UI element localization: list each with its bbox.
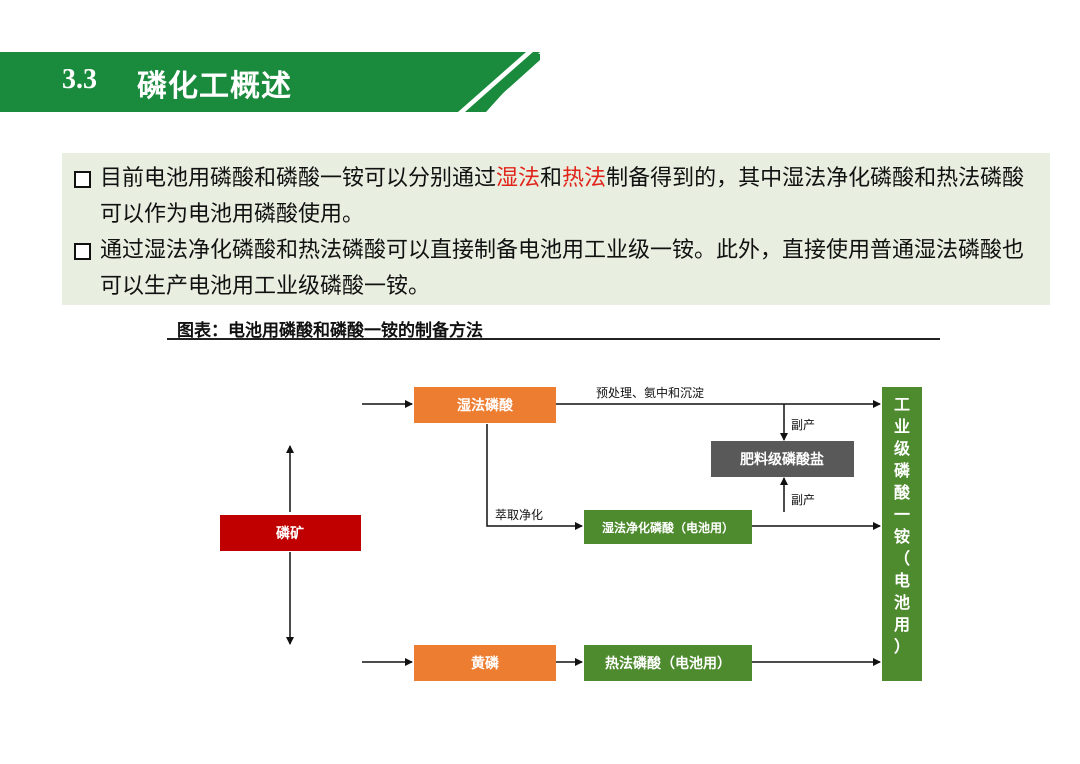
section-number: 3.3: [62, 64, 97, 95]
figure-caption: 图表：电池用磷酸和磷酸一铵的制备方法: [177, 321, 483, 341]
bullet-1-text-c: 制备得到的，其中湿法净化磷酸和热法磷酸可以作为电池用磷酸使用。: [100, 166, 1025, 227]
section-title: 磷化工概述: [137, 69, 292, 104]
node-yellow-phosphorus-label: 黄磷: [471, 655, 500, 672]
node-wet-acid: [414, 387, 556, 423]
bullet-1-text-b: 和: [540, 166, 563, 191]
edge-label-pretreat: 预处理、氨中和沉淀: [596, 385, 704, 400]
edge-label-extraction: 萃取净化: [495, 508, 543, 522]
checkbox-bullet-icon: [74, 171, 91, 188]
connectors: [286, 400, 881, 666]
bullet-1-text-a: 目前电池用磷酸和磷酸一铵可以分别通过: [100, 166, 497, 191]
edge-label-byproduct-top: 副产: [791, 418, 815, 432]
bullet-2: 通过湿法净化磷酸和热法磷酸可以直接制备电池用工业级一铵。此外，直接使用普通湿法磷…: [74, 233, 1044, 305]
bullet-1-highlight-wet: 湿法: [496, 166, 541, 191]
bullet-1-highlight-thermal: 热法: [562, 166, 607, 191]
arrow-extraction: [486, 424, 583, 530]
node-phosphate-rock-label: 磷矿: [276, 525, 304, 542]
node-fertilizer-salt-label: 肥料级磷酸盐: [740, 451, 824, 468]
node-yellow-phosphorus: [414, 645, 556, 681]
bullet-1: 目前电池用磷酸和磷酸一铵可以分别通过湿法和热法制备得到的，其中湿法净化磷酸和热法…: [74, 161, 1044, 233]
node-thermal-acid-label: 热法磷酸（电池用）: [605, 655, 731, 672]
node-thermal-acid: [584, 645, 752, 681]
intro-box: 目前电池用磷酸和磷酸一铵可以分别通过湿法和热法制备得到的，其中湿法净化磷酸和热法…: [62, 153, 1050, 305]
header-banner: [0, 52, 540, 112]
node-purified-wet-acid: [584, 510, 752, 544]
node-phosphate-rock: [220, 515, 361, 551]
bullet-2-text: 通过湿法净化磷酸和热法磷酸可以直接制备电池用工业级一铵。此外，直接使用普通湿法磷…: [100, 238, 1025, 299]
node-purified-wet-acid-label: 湿法净化磷酸（电池用）: [602, 520, 734, 535]
process-diagram: 磷矿 湿法磷酸 黄磷 肥料级磷酸盐 湿法净化磷酸（电池用） 热法磷酸（电池用） …: [220, 385, 922, 681]
section-header: 3.3 磷化工概述: [0, 0, 1080, 120]
node-fertilizer-salt: [711, 441, 854, 477]
node-wet-acid-label: 湿法磷酸: [457, 397, 514, 414]
checkbox-bullet-icon: [74, 243, 91, 260]
edge-label-byproduct-bottom: 副产: [791, 493, 815, 507]
node-industrial-map: [882, 387, 922, 681]
caption-rule: [167, 338, 940, 340]
node-industrial-map-label: 工业级磷酸一铵（电池用）: [894, 395, 911, 656]
